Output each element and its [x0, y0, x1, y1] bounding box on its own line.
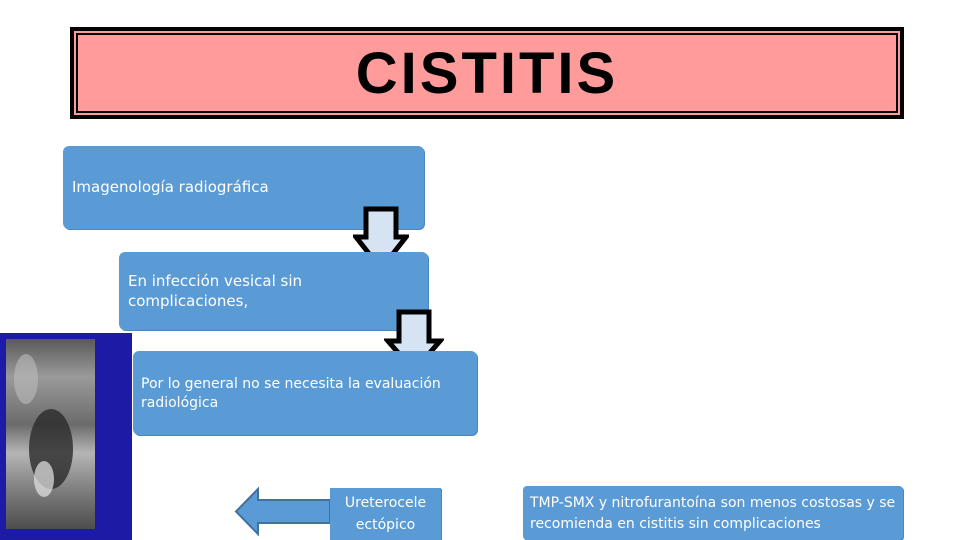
evaluation-box: Por lo general no se necesita la evaluac… — [133, 351, 477, 435]
infection-box: En infección vesical sin complicaciones, — [119, 252, 428, 330]
imaging-box: Imagenología radiográfica — [63, 146, 424, 229]
infection-text: En infección vesical sin complicaciones, — [128, 272, 303, 310]
imaging-text: Imagenología radiográfica — [72, 178, 269, 196]
xray-image — [0, 333, 132, 540]
page-title: CISTITIS — [355, 40, 619, 106]
title-banner: CISTITIS — [70, 27, 904, 119]
treatment-box: TMP-SMX y nitrofurantoína son menos cost… — [523, 486, 903, 540]
ureterocele-text: Ureterocele ectópico — [344, 495, 427, 533]
evaluation-text: Por lo general no se necesita la evaluac… — [141, 376, 441, 411]
xray-shapes — [14, 354, 73, 497]
ureterocele-box: Ureterocele ectópico — [330, 488, 441, 540]
left-arrow-icon — [234, 486, 331, 537]
treatment-text: TMP-SMX y nitrofurantoína son menos cost… — [530, 495, 896, 532]
